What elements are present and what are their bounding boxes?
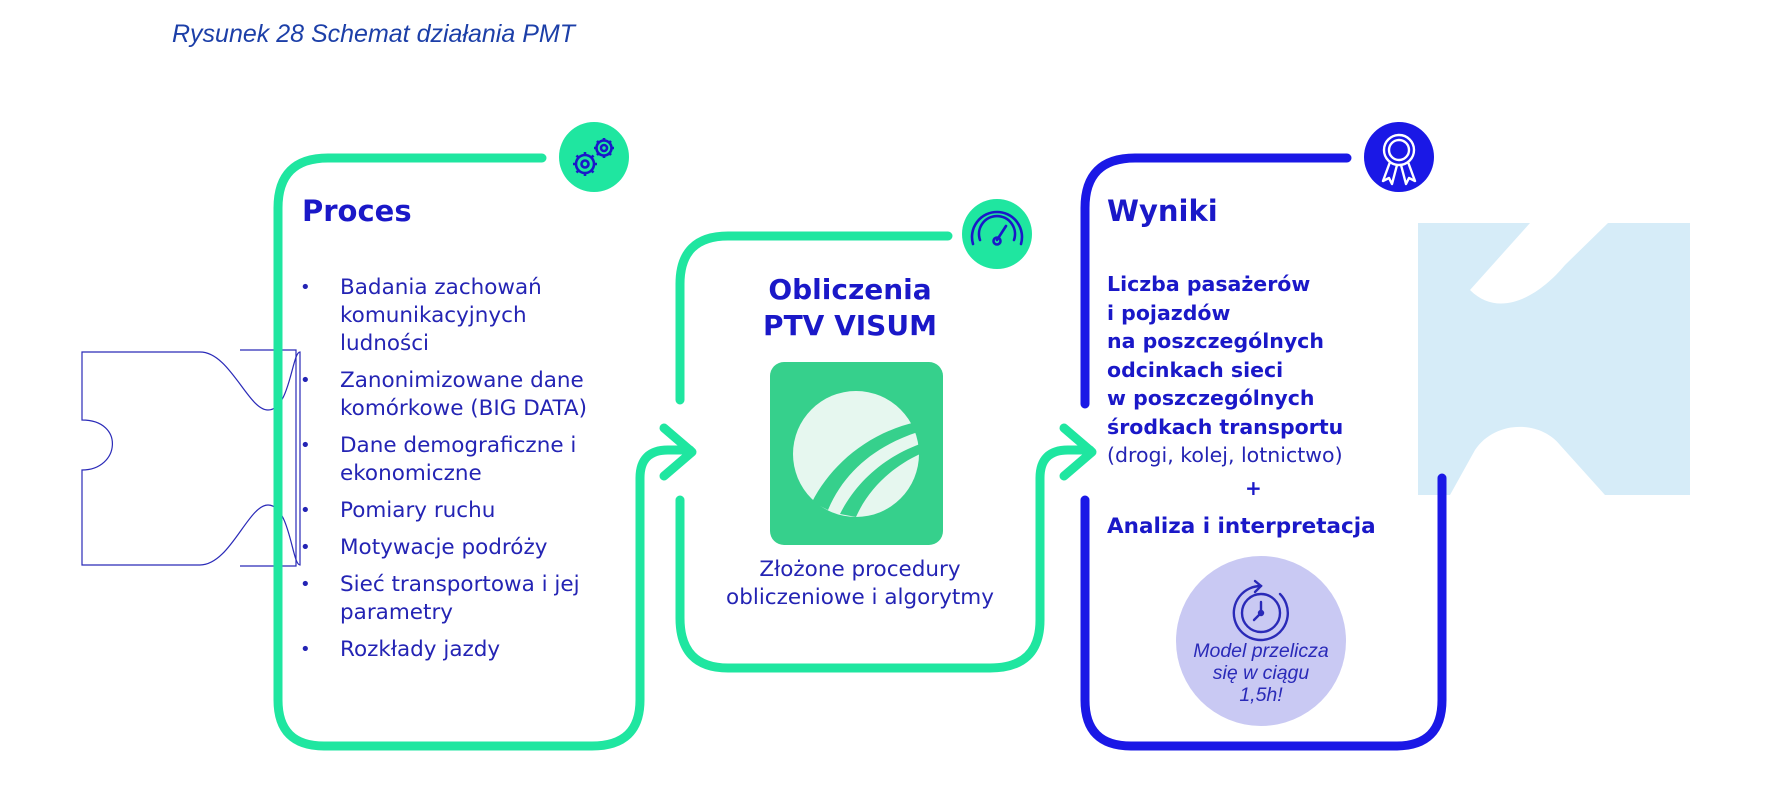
ptv-visum-logo [770, 362, 943, 545]
wyniki-line: i pojazdów [1107, 300, 1231, 325]
clock-badge [1176, 556, 1346, 726]
clock-line: 1,5h! [1239, 684, 1283, 706]
clock-line: Model przelicza [1193, 640, 1329, 662]
arrow-to-wyniki [1059, 423, 1097, 481]
plus-sign: + [1245, 476, 1262, 500]
proces-title: Proces [302, 194, 412, 228]
obliczenia-frame [675, 231, 953, 405]
wyniki-description: Liczba pasażerów i pojazdów na poszczegó… [1107, 270, 1397, 470]
obliczenia-title: Obliczenia PTV VISUM [720, 272, 980, 344]
list-item: Badania zachowań komunikacyjnych ludnośc… [298, 274, 598, 358]
analysis-label: Analiza i interpretacja [1107, 514, 1376, 539]
obliczenia-title-line2: PTV VISUM [763, 309, 937, 342]
puzzle-filled-decoration [1418, 223, 1690, 495]
puzzle-outline-decoration [81, 351, 301, 566]
wyniki-line: w poszczególnych [1107, 386, 1315, 410]
list-item: Zanonimizowane dane komórkowe (BIG DATA) [298, 367, 598, 423]
wyniki-line: na poszczególnych [1107, 329, 1324, 353]
wyniki-plain-line: (drogi, kolej, lotnictwo) [1107, 443, 1343, 467]
arrow-to-obliczenia [659, 423, 697, 481]
clock-icon [1232, 579, 1290, 642]
obliczenia-description-line2: obliczeniowe i algorytmy [726, 585, 994, 610]
clock-text: Model przelicza się w ciągu 1,5h! [1176, 640, 1346, 706]
list-item: Rozkłady jazdy [298, 636, 598, 664]
gears-icon [559, 122, 629, 192]
obliczenia-frame-bottom [675, 445, 1095, 673]
obliczenia-description-line1: Złożone procedury [759, 557, 961, 582]
wyniki-title: Wyniki [1107, 194, 1218, 228]
obliczenia-description: Złożone procedury obliczeniowe i algoryt… [690, 556, 1030, 612]
wyniki-line: środkach transportu [1107, 414, 1344, 439]
puzzle-outline-frame [240, 349, 297, 567]
list-item: Pomiary ruchu [298, 497, 598, 525]
ptv-visum-logo-icon [793, 391, 920, 517]
gauge-icon [962, 199, 1032, 269]
proces-list: Badania zachowań komunikacyjnych ludnośc… [298, 274, 598, 673]
list-item: Sieć transportowa i jej parametry [298, 571, 598, 627]
obliczenia-title-line1: Obliczenia [768, 273, 932, 306]
wyniki-frame-bottom [1080, 473, 1447, 751]
wyniki-bold-text: Liczba pasażerów i pojazdów na poszczegó… [1107, 270, 1397, 441]
clock-line: się w ciągu [1212, 662, 1310, 684]
wyniki-frame [1080, 153, 1352, 409]
list-item: Dane demograficzne i ekonomiczne [298, 432, 598, 488]
list-item: Motywacje podróży [298, 534, 598, 562]
figure-caption: Rysunek 28 Schemat działania PMT [172, 20, 575, 48]
proces-frame [273, 153, 695, 751]
award-ribbon-icon [1364, 122, 1434, 192]
wyniki-line: odcinkach sieci [1107, 357, 1284, 382]
wyniki-line: Liczba pasażerów [1107, 272, 1311, 296]
